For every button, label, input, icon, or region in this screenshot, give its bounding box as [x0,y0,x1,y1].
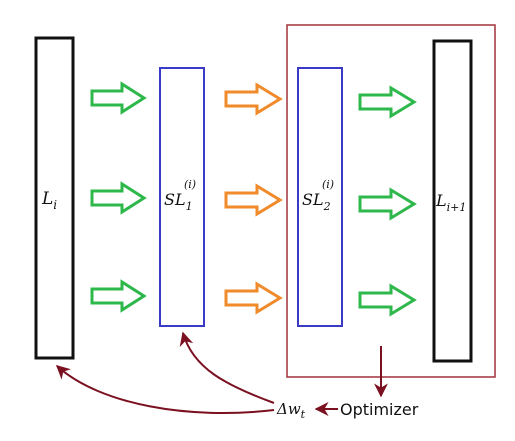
arrows-sublayer1-to-sublayer2 [224,82,283,315]
green-arrow-icon [358,187,417,221]
sublayer-2-sup: (i) [322,178,334,191]
layer-input-label: Li [41,189,57,212]
sublayer-2-block [297,67,343,327]
orange-arrow-icon [224,281,283,315]
green-arrow-icon [90,279,147,313]
optimizer-group-box [286,24,496,378]
orange-arrow-icon [224,183,283,217]
delta-weight-label: Δwt [276,400,306,421]
feedback-arrow-to-layer-input [55,365,275,414]
sublayer-1-sup: (i) [184,178,196,191]
green-arrow-icon [90,81,147,115]
feedback-arrow-to-sublayer1 [179,331,275,404]
sublayer-1-label: SL1 [164,190,193,213]
green-arrow-icon [358,283,417,317]
layer-output-block [432,39,473,363]
green-arrow-icon [358,85,417,119]
arrows-layer-to-sublayer1 [90,81,147,313]
sublayer-1-block [159,67,205,327]
sublayer-2-label: SL2 [302,190,331,213]
layer-input-block [34,36,75,360]
green-arrow-icon [90,181,147,215]
orange-arrow-icon [224,82,283,116]
arrows-sublayer2-to-layer [358,85,417,317]
layer-output-label: Li+1 [435,191,466,214]
optimizer-label: Optimizer [340,400,419,419]
